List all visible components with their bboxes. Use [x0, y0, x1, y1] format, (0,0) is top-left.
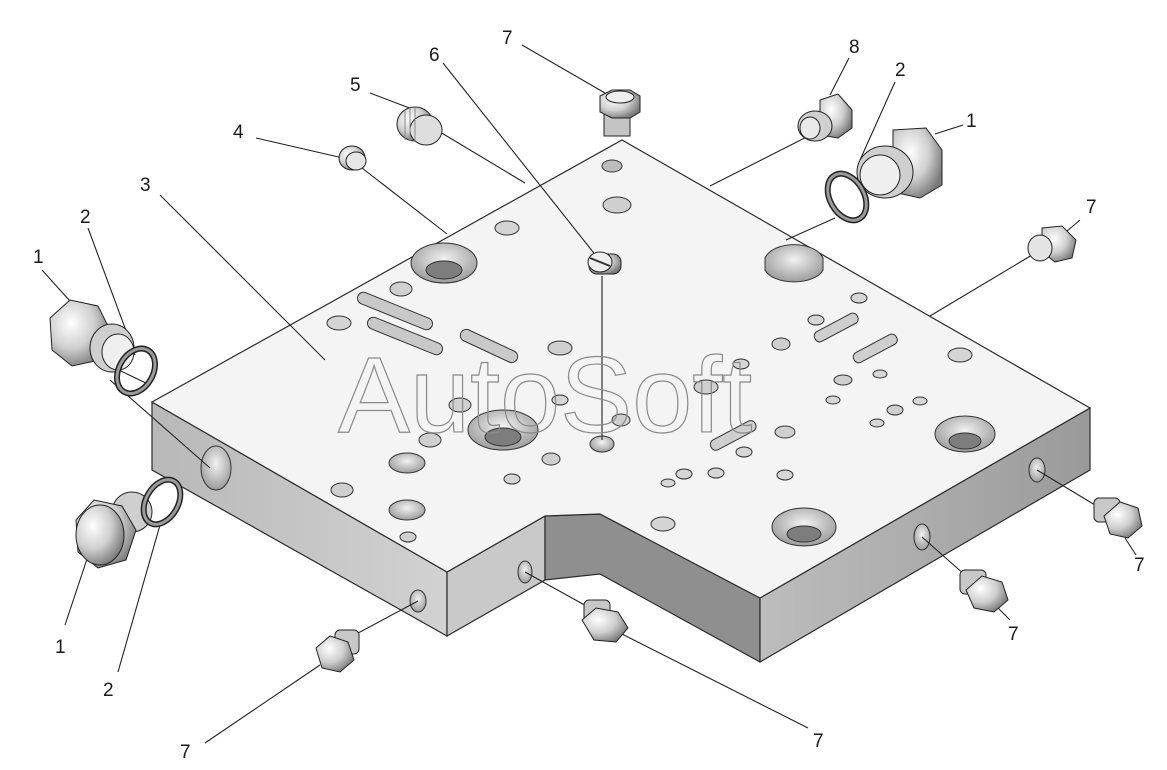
hole [611, 413, 631, 427]
hole [833, 374, 853, 386]
hole [330, 482, 354, 498]
hole [650, 516, 676, 532]
fitting-1-left-lower [75, 491, 153, 569]
callout-label: 7 [1134, 555, 1145, 576]
callout-label: 1 [966, 111, 977, 132]
callout-label: 2 [80, 207, 91, 228]
hole [776, 469, 794, 481]
slot [459, 328, 519, 364]
plug-4 [338, 145, 367, 171]
hole [732, 358, 750, 370]
slot [356, 291, 434, 331]
callout-label: 7 [180, 742, 191, 763]
hole [872, 369, 888, 379]
hole [774, 425, 796, 439]
plug-7-lower-right [959, 569, 1009, 613]
hole [484, 427, 522, 447]
hole [399, 531, 417, 543]
callout-label: 8 [849, 37, 860, 58]
hole [503, 473, 521, 485]
plug-7-far-right [1093, 497, 1143, 539]
hole [912, 396, 928, 406]
hole [551, 394, 569, 406]
hole [388, 499, 426, 521]
hole [602, 196, 632, 214]
plug-7-top [599, 89, 641, 137]
callout-label: 7 [502, 28, 513, 49]
hole [326, 315, 352, 331]
callout-label: 6 [429, 45, 440, 66]
callout-label: 2 [103, 680, 114, 701]
hole [494, 220, 520, 236]
hole [707, 467, 725, 479]
hole [388, 452, 426, 474]
callout-label: 1 [33, 247, 44, 268]
slot [813, 312, 859, 343]
slot [709, 420, 757, 451]
callout-label: 5 [350, 75, 361, 96]
hole [786, 525, 822, 543]
hole [660, 478, 676, 488]
hole [947, 347, 973, 363]
plug-6 [587, 251, 622, 275]
seal-ring-2-left-upper [114, 345, 158, 397]
plug-7-lower-middle [581, 599, 629, 643]
hole [675, 468, 693, 480]
plate-holes [200, 159, 1046, 613]
plug-7-lower-left [315, 629, 360, 673]
hole [601, 159, 623, 173]
hole [693, 379, 719, 395]
callout-label: 7 [813, 731, 824, 752]
plug-5 [396, 106, 443, 146]
hole [807, 314, 825, 326]
hole [825, 395, 841, 405]
callout-labels: 7 8 6 5 2 1 4 3 7 2 1 1 2 7 7 7 7 [33, 28, 1145, 763]
callout-label: 3 [140, 175, 151, 196]
hole [735, 446, 753, 458]
hole [886, 404, 904, 416]
hole [425, 260, 463, 280]
hole [869, 418, 885, 428]
hole [547, 340, 573, 356]
plate-top-face [150, 139, 1092, 599]
hole [389, 281, 413, 297]
seal-ring-2-right [824, 170, 870, 224]
callout-label: 7 [1086, 197, 1097, 218]
watermark-text: AutoSoft [338, 334, 752, 455]
callout-label: 2 [895, 60, 906, 81]
fitting-1-right [856, 127, 943, 199]
plug-7-right-upper [1027, 225, 1077, 263]
plug-8 [797, 93, 853, 142]
hole [850, 292, 868, 304]
edge-notch-hole [764, 244, 824, 283]
hole [448, 397, 472, 413]
seal-ring-2-left-lower [140, 476, 184, 528]
hole [541, 452, 561, 466]
slot [852, 333, 898, 364]
callout-label: 7 [1008, 624, 1019, 645]
side-port-large [200, 445, 232, 491]
hole [771, 337, 791, 351]
hole [948, 432, 982, 450]
callout-label: 4 [233, 122, 244, 143]
hole [418, 432, 442, 448]
callout-label: 1 [55, 637, 66, 658]
slot [366, 316, 444, 356]
